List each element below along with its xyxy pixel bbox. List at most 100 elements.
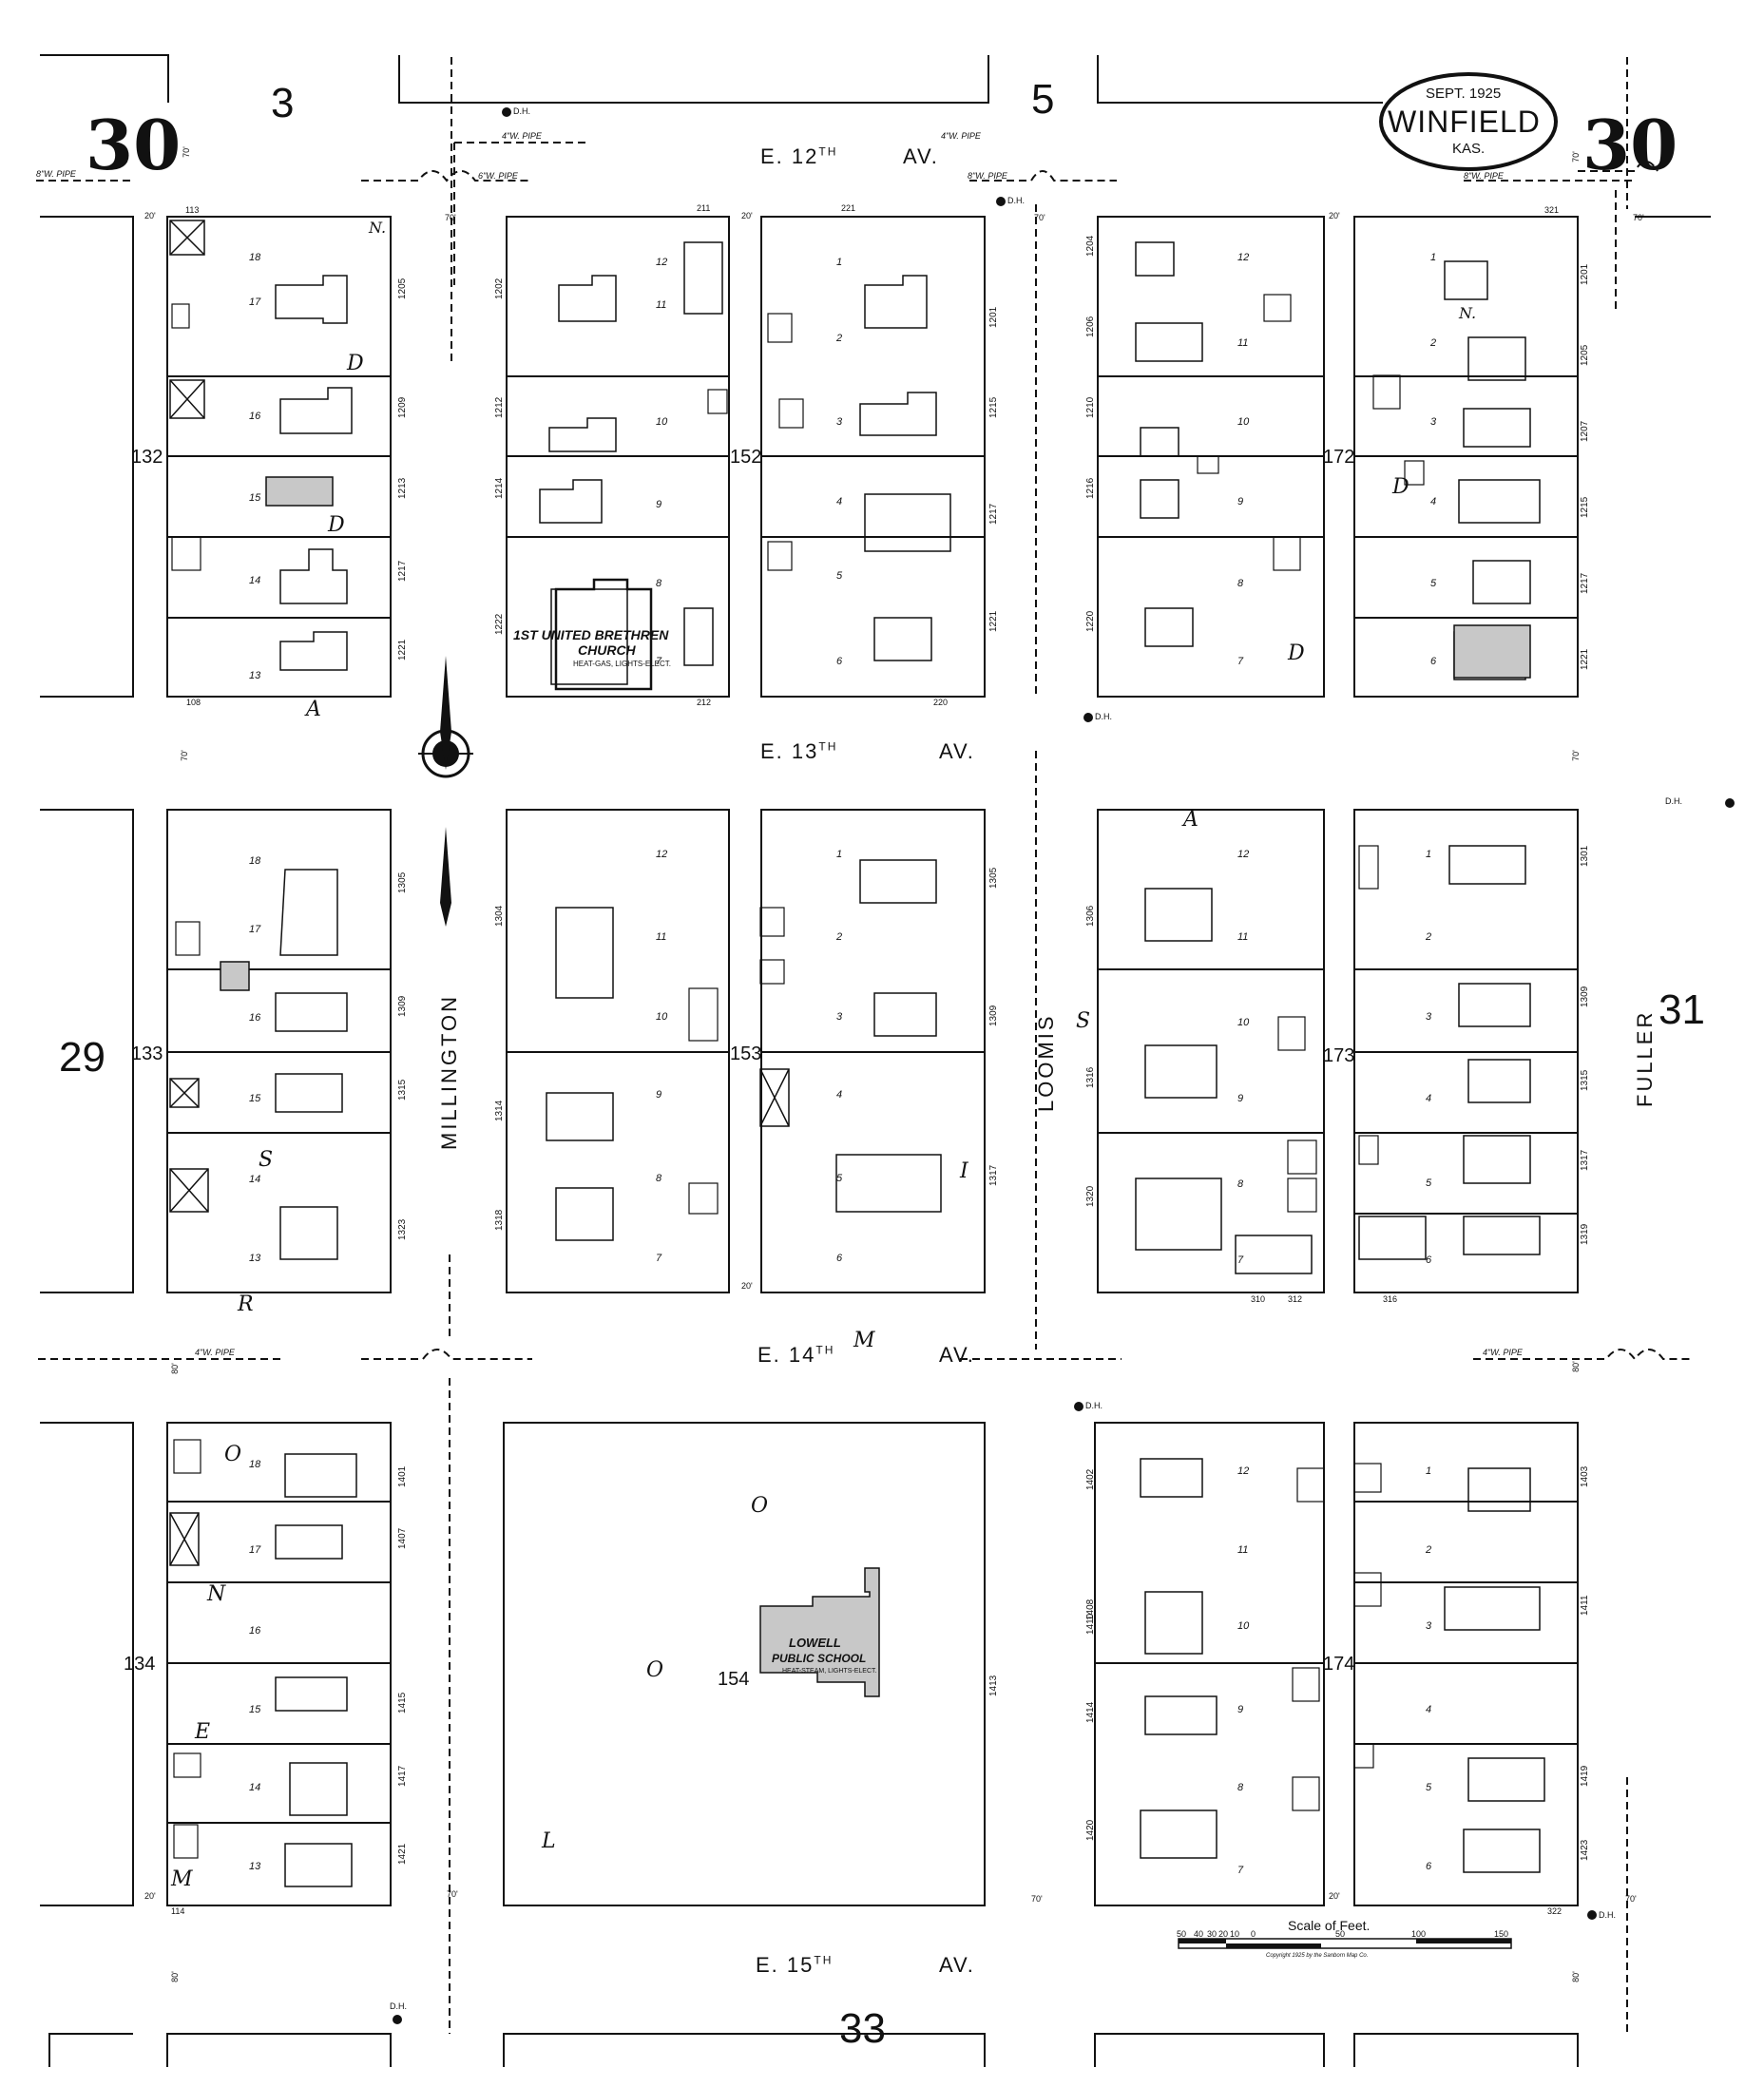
house-address: 1217 (397, 560, 408, 582)
house-address: 1316 (1085, 1066, 1096, 1088)
street-number: 114 (171, 1906, 185, 1916)
house-address: 1206 (1085, 316, 1096, 337)
pipe-label: 8"W. PIPE (36, 169, 76, 179)
adjacent-sheet-right[interactable]: 31 (1659, 986, 1705, 1033)
house-address: 1315 (1580, 1069, 1590, 1091)
lot-number: 9 (656, 1089, 662, 1101)
house-address: 1319 (1580, 1223, 1590, 1245)
lot-number: 10 (656, 1011, 668, 1023)
street-width: 70' (1034, 213, 1045, 222)
house-address: 1420 (1085, 1819, 1096, 1841)
lot-number: 2 (1430, 337, 1437, 349)
house-address: 1213 (397, 477, 408, 499)
house-address: 1217 (988, 503, 999, 525)
addition-letter: D (328, 513, 345, 537)
addition-letter: O (751, 1494, 769, 1518)
scale-tick: 50 (1335, 1929, 1346, 1939)
lot-number: 11 (1237, 1544, 1249, 1556)
lot-number: 5 (1430, 578, 1437, 589)
lot-number: 11 (1237, 337, 1249, 349)
house-address: 1401 (397, 1465, 408, 1487)
adjacent-sheet-top-right[interactable]: 5 (1031, 76, 1055, 123)
lot-number: 8 (1237, 578, 1244, 589)
house-address: 1209 (397, 396, 408, 418)
hydrant-label: D.H. (1095, 712, 1112, 721)
church-name[interactable]: 1ST UNITED BRETHREN (513, 627, 669, 642)
lot-number: 17 (249, 924, 261, 935)
street-number: 310 (1251, 1294, 1266, 1304)
alley-width: 20' (741, 1281, 753, 1291)
lot-number: 6 (836, 1253, 843, 1264)
dwellings (275, 241, 1545, 1887)
lot-number: 10 (656, 416, 668, 428)
house-address: 1305 (988, 867, 999, 889)
street-fuller: FULLER (1633, 1009, 1657, 1107)
lot-number: 7 (656, 1253, 662, 1264)
school-name[interactable]: LOWELL (789, 1636, 841, 1650)
house-address: 1309 (988, 1005, 999, 1026)
lot-number: 5 (1426, 1178, 1432, 1189)
hydrant-label: D.H. (1665, 796, 1682, 806)
adjacent-sheet-bottom[interactable]: 33 (839, 2005, 886, 2052)
block-number-172: 172 (1323, 447, 1355, 468)
lot-number: 12 (1237, 252, 1250, 263)
house-address: 1207 (1580, 420, 1590, 442)
lot-number: 4 (836, 1089, 843, 1101)
house-address: 1214 (494, 477, 505, 499)
house-address: 1320 (1085, 1185, 1096, 1207)
church-name-2[interactable]: CHURCH (578, 642, 636, 658)
block-number-134: 134 (124, 1654, 156, 1675)
map-state: KAS. (1452, 141, 1486, 157)
street-width: 80' (1570, 1971, 1581, 1982)
lot-number: 3 (836, 1011, 843, 1023)
street-number: 211 (697, 203, 711, 213)
house-address: 1423 (1580, 1839, 1590, 1861)
lot-number: 11 (656, 299, 667, 311)
lot-number: 13 (249, 670, 261, 681)
lot-number: 12 (656, 849, 668, 860)
house-address: 1415 (397, 1692, 408, 1714)
adjacent-sheet-top-left[interactable]: 3 (271, 80, 295, 126)
street-width: 70' (447, 1889, 458, 1899)
lot-number: 3 (1426, 1011, 1432, 1023)
house-address: 1309 (397, 995, 408, 1017)
house-address: 1402 (1085, 1468, 1096, 1490)
lot-number: 4 (1430, 496, 1437, 507)
alley-width: 20' (741, 211, 753, 220)
street-number: 312 (1288, 1294, 1303, 1304)
street-number: 220 (933, 698, 949, 707)
scale-tick: 40 (1194, 1929, 1204, 1939)
lot-number: 17 (249, 1544, 261, 1556)
house-address: 1314 (494, 1100, 505, 1121)
addition-letter: D (1392, 475, 1409, 499)
lot-number: 6 (1426, 1861, 1432, 1872)
street-e12-av: AV. (903, 144, 939, 168)
sheet-number-left: 30 (86, 105, 182, 185)
sheet-edge (398, 55, 989, 104)
lot-number: 1 (1430, 252, 1437, 263)
house-address: 1215 (1580, 496, 1590, 518)
lot-number: 2 (1426, 1544, 1432, 1556)
hydrant-label: D.H. (513, 106, 530, 116)
street-e13-av: AV. (939, 739, 975, 763)
addition-letter: N. (369, 219, 387, 237)
house-address: 1221 (1580, 648, 1590, 670)
alley-width: 20' (144, 1891, 156, 1901)
adjacent-sheet-left[interactable]: 29 (59, 1034, 105, 1081)
lot-number: 7 (1237, 1254, 1244, 1266)
lot-number: 15 (249, 492, 261, 504)
lot-number: 4 (1426, 1704, 1432, 1715)
school-name-2[interactable]: PUBLIC SCHOOL (772, 1652, 867, 1665)
block-154 (503, 1422, 986, 1906)
house-address: 1403 (1580, 1465, 1590, 1487)
lot-number: 12 (1237, 849, 1250, 860)
street-width: 70' (1031, 1894, 1043, 1904)
map-date: SEPT. 1925 (1426, 86, 1502, 102)
house-address: 1309 (1580, 986, 1590, 1007)
scale-tick: 20 (1218, 1929, 1229, 1939)
block-number-132: 132 (131, 447, 163, 468)
lot-number: 2 (836, 931, 843, 943)
church-services: HEAT-GAS, LIGHTS-ELECT. (573, 660, 671, 668)
scale-tick: 0 (1251, 1929, 1256, 1939)
lot-number: 8 (1237, 1782, 1244, 1793)
